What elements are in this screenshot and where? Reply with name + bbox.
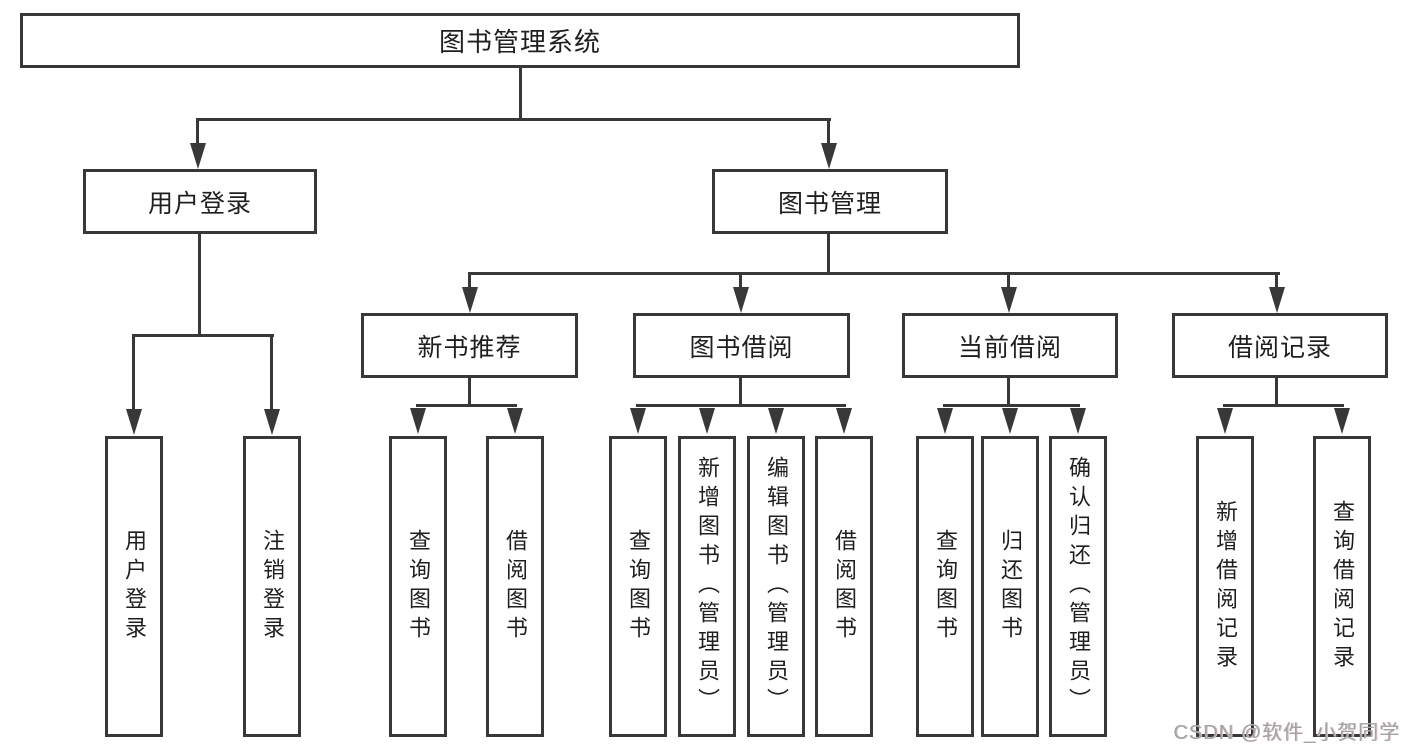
connector-line: [827, 234, 830, 275]
connector-line: [943, 404, 1080, 407]
arrowhead: [190, 143, 206, 169]
node-book-management: 图书管理: [712, 169, 948, 234]
arrowhead: [126, 409, 142, 435]
connector-line: [468, 377, 471, 407]
connector-line: [468, 272, 471, 289]
arrowhead: [836, 408, 852, 434]
connector-line: [416, 404, 517, 407]
leaf-label: 查询借阅记录: [1330, 499, 1355, 674]
leaf-user-login: 用户登录: [105, 436, 163, 737]
node-book-borrowing: 图书借阅: [633, 313, 850, 378]
leaf-confirm-return-admin: 确认归还（管理员）: [1049, 436, 1107, 737]
connector-line: [1275, 377, 1278, 407]
arrowhead: [630, 408, 646, 434]
leaf-borrow-books-recommend: 借阅图书: [486, 436, 544, 737]
node-borrowing-records: 借阅记录: [1172, 313, 1388, 378]
node-library-management-system: 图书管理系统: [20, 13, 1020, 68]
leaf-add-borrow-record: 新增借阅记录: [1196, 436, 1254, 737]
leaf-query-books-borrowing: 查询图书: [609, 436, 667, 737]
connector-line: [739, 377, 742, 407]
leaf-add-book-admin: 新增图书（管理员）: [678, 436, 736, 737]
leaf-label: 新增借阅记录: [1213, 499, 1238, 674]
arrowhead: [1334, 408, 1350, 434]
leaf-borrow-books: 借阅图书: [815, 436, 873, 737]
node-label: 图书借阅: [689, 333, 794, 362]
arrowhead: [733, 287, 749, 313]
connector-line: [1007, 272, 1010, 289]
leaf-label: 借阅图书: [503, 528, 528, 645]
node-label: 当前借阅: [957, 333, 1062, 362]
leaf-label: 查询图书: [406, 528, 431, 645]
arrowhead: [699, 408, 715, 434]
leaf-return-books: 归还图书: [981, 436, 1039, 737]
connector-line: [739, 272, 742, 289]
leaf-query-books-current: 查询图书: [916, 436, 974, 737]
arrowhead: [1269, 287, 1285, 313]
connector-line: [827, 118, 830, 145]
node-label: 图书管理: [777, 189, 882, 218]
arrowhead: [462, 287, 478, 313]
leaf-label: 查询图书: [626, 528, 651, 645]
leaf-query-borrow-record: 查询借阅记录: [1313, 436, 1371, 737]
leaf-logout: 注销登录: [243, 436, 301, 737]
arrowhead: [821, 143, 837, 169]
node-label: 用户登录: [147, 189, 252, 218]
arrowhead: [1002, 408, 1018, 434]
leaf-query-books-recommend: 查询图书: [389, 436, 447, 737]
connector-line: [468, 272, 1280, 275]
node-user-login: 用户登录: [83, 169, 317, 234]
arrowhead: [507, 408, 523, 434]
connector-line: [1223, 404, 1344, 407]
leaf-label: 借阅图书: [832, 528, 857, 645]
node-label: 新书推荐: [417, 333, 522, 362]
connector-line: [1007, 377, 1010, 407]
arrowhead: [768, 408, 784, 434]
leaf-label: 归还图书: [998, 528, 1023, 645]
leaf-label: 编辑图书（管理员）: [764, 456, 789, 717]
arrowhead: [264, 409, 280, 435]
arrowhead: [1070, 408, 1086, 434]
arrowhead: [1001, 287, 1017, 313]
connector-line: [197, 118, 831, 121]
connector-line: [270, 334, 273, 412]
leaf-edit-book-admin: 编辑图书（管理员）: [747, 436, 805, 737]
connector-line: [1275, 272, 1278, 289]
leaf-label: 确认归还（管理员）: [1066, 456, 1091, 717]
connector-line: [132, 334, 135, 412]
node-current-borrowing: 当前借阅: [902, 313, 1118, 378]
arrowhead: [410, 408, 426, 434]
arrowhead: [937, 408, 953, 434]
connector-line: [132, 334, 274, 337]
leaf-label: 用户登录: [122, 528, 147, 645]
connector-line: [636, 404, 846, 407]
connector-line: [198, 234, 201, 336]
leaf-label: 查询图书: [933, 528, 958, 645]
leaf-label: 注销登录: [260, 528, 285, 645]
connector-line: [519, 66, 522, 120]
leaf-label: 新增图书（管理员）: [695, 456, 720, 717]
connector-line: [196, 118, 199, 145]
arrowhead: [1217, 408, 1233, 434]
node-label: 借阅记录: [1227, 333, 1332, 362]
node-label: 图书管理系统: [438, 27, 601, 57]
csdn-watermark: CSDN @软件_小贺同学: [1173, 722, 1400, 744]
node-new-book-recommend: 新书推荐: [361, 313, 578, 378]
